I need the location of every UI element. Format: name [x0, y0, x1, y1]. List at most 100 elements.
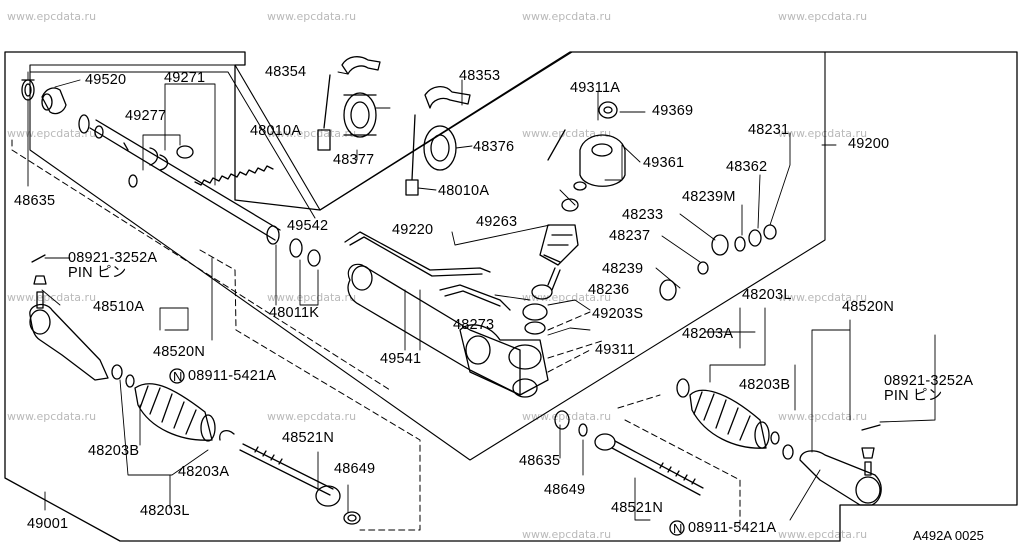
part-label-49277[interactable]: 49277	[125, 108, 167, 124]
ring-48362-icon	[748, 229, 762, 247]
watermark: www.epcdata.ru	[778, 291, 868, 304]
part-label-49311[interactable]: 49311	[595, 342, 636, 358]
part-label-48354[interactable]: 48354	[265, 64, 307, 80]
ring-icon	[125, 374, 135, 388]
nut-icon	[33, 275, 47, 285]
bushing-48635-icon	[554, 410, 570, 430]
part-label-49361[interactable]: 49361	[643, 155, 685, 171]
part-label-49520[interactable]: 49520	[85, 72, 127, 88]
part-label-49220[interactable]: 49220	[392, 222, 434, 238]
ring-icon	[94, 125, 104, 139]
bushing-48635-icon	[21, 79, 35, 101]
clamp-48354-icon	[317, 56, 381, 151]
watermark: www.epcdata.ru	[267, 410, 357, 423]
part-label-48236[interactable]: 48236	[588, 282, 630, 298]
gear-housing-frame-outline	[29, 51, 826, 461]
n-marker-label: N	[173, 369, 183, 384]
part-label-08921-3252a[interactable]: 08921-3252A	[68, 250, 158, 266]
watermark: www.epcdata.ru	[778, 10, 868, 23]
boot-left-48203-icon	[134, 383, 216, 442]
pin-label: PIN ピン	[68, 265, 127, 281]
part-label-48233[interactable]: 48233	[622, 207, 664, 223]
part-label-48635[interactable]: 48635	[519, 453, 561, 469]
inner-tie-rod-right-icon	[594, 433, 704, 496]
part-label-48376[interactable]: 48376	[473, 139, 515, 155]
ring-icon	[770, 431, 780, 445]
ring-icon	[578, 423, 588, 437]
insulator-48377-icon	[343, 92, 377, 138]
seal-icon	[531, 284, 553, 300]
part-label-08921-3252a[interactable]: 08921-3252A	[884, 373, 974, 389]
part-label-48273[interactable]: 48273	[453, 317, 495, 333]
clamp-48353-icon	[424, 86, 471, 109]
clamp-ring-icon	[219, 429, 235, 441]
part-label-48011k[interactable]: 48011K	[269, 305, 320, 321]
watermark: www.epcdata.ru	[778, 528, 868, 541]
pipe-49542-icon	[344, 231, 491, 273]
nut-48231-icon	[763, 224, 777, 240]
part-label-49542[interactable]: 49542	[287, 218, 329, 234]
part-label-48203a[interactable]: 48203A	[178, 464, 230, 480]
part-label-48237[interactable]: 48237	[609, 228, 651, 244]
part-label-49271[interactable]: 49271	[164, 70, 206, 86]
part-label-48203l[interactable]: 48203L	[140, 503, 190, 519]
part-label-48377[interactable]: 48377	[333, 152, 375, 168]
part-label-48521n[interactable]: 48521N	[282, 430, 334, 446]
part-label-49200[interactable]: 49200	[848, 136, 890, 152]
pinion-valve-49263-icon	[539, 198, 579, 291]
part-label-49369[interactable]: 49369	[652, 103, 694, 119]
part-label-48203a[interactable]: 48203A	[682, 326, 734, 342]
part-label-48635[interactable]: 48635	[14, 193, 56, 209]
part-label-48203b[interactable]: 48203B	[88, 443, 140, 459]
part-label-48203b[interactable]: 48203B	[739, 377, 791, 393]
cotter-pin-icon	[31, 254, 46, 263]
watermark: www.epcdata.ru	[267, 291, 357, 304]
part-label-48649[interactable]: 48649	[544, 482, 586, 498]
watermark: www.epcdata.ru	[522, 10, 612, 23]
cover-49361-icon	[573, 101, 626, 191]
diagram-code: A492A 0025	[913, 528, 984, 543]
part-label-48203l[interactable]: 48203L	[742, 287, 792, 303]
nut-icon	[861, 447, 875, 459]
part-label-48520n[interactable]: 48520N	[842, 299, 894, 315]
part-label-49311a[interactable]: 49311A	[570, 80, 621, 96]
n-marker-label: N	[673, 521, 683, 536]
part-label-48010a[interactable]: 48010A	[250, 123, 302, 139]
circle-n-marker-icon	[669, 520, 685, 536]
part-label-48510a[interactable]: 48510A	[93, 299, 145, 315]
watermark: www.epcdata.ru	[7, 410, 97, 423]
watermark: www.epcdata.ru	[7, 10, 97, 23]
part-label-49203s[interactable]: 49203S	[592, 306, 644, 322]
watermark: www.epcdata.ru	[267, 10, 357, 23]
part-label-48521n[interactable]: 48521N	[611, 500, 663, 516]
watermark: www.epcdata.ru	[522, 410, 612, 423]
part-label-48239m[interactable]: 48239M	[682, 189, 736, 205]
dashed-leaders	[11, 139, 741, 531]
bolt-48010a-icon	[405, 114, 419, 196]
rack-tube-49271-icon	[89, 119, 321, 267]
dust-boot-49520-icon	[41, 87, 67, 115]
part-label-49541[interactable]: 49541	[380, 351, 422, 367]
part-label-48010a[interactable]: 48010A	[438, 183, 490, 199]
part-label-49001[interactable]: 49001	[27, 516, 69, 532]
watermark: www.epcdata.ru	[7, 127, 97, 140]
part-label-48649[interactable]: 48649	[334, 461, 376, 477]
part-label-48520n[interactable]: 48520N	[153, 344, 205, 360]
nut-icon	[111, 364, 123, 380]
plug-48236-icon	[659, 279, 677, 301]
circle-n-marker-icon	[169, 368, 185, 384]
part-label-48353[interactable]: 48353	[459, 68, 501, 84]
part-label-08911-5421a[interactable]: 08911-5421A	[188, 368, 277, 384]
tie-rod-end-left-icon	[29, 275, 109, 381]
part-label-49263[interactable]: 49263	[476, 214, 518, 230]
gear-housing-icon	[347, 263, 549, 398]
tie-rod-end-right-icon	[799, 447, 882, 506]
ring-icon	[78, 114, 90, 134]
part-label-48231[interactable]: 48231	[748, 122, 790, 138]
part-label-48239[interactable]: 48239	[602, 261, 644, 277]
part-label-08911-5421a[interactable]: 08911-5421A	[688, 520, 777, 536]
seal-icon	[522, 303, 548, 321]
watermark: www.epcdata.ru	[778, 410, 868, 423]
part-label-48362[interactable]: 48362	[726, 159, 768, 175]
